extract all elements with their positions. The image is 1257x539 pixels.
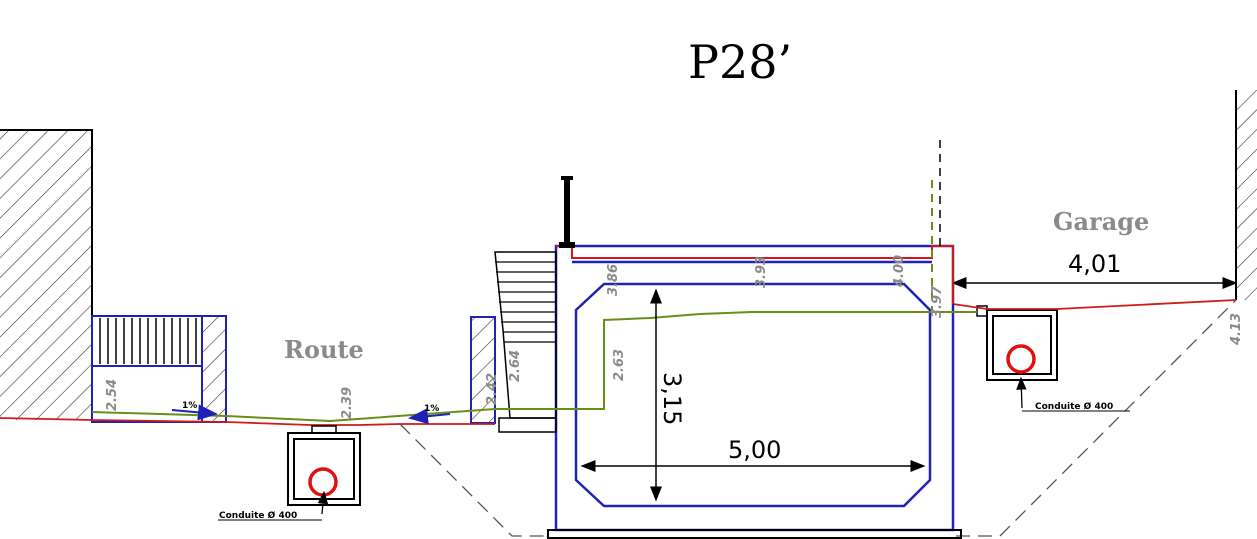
slope-arrow-left [171,404,218,421]
right-conduit-chamber [976,305,1130,412]
route-label: Route [284,335,364,364]
garage-label: Garage [1053,207,1149,236]
elevation-2-63: 2.63 [612,349,627,381]
slope-label-right: 1% [424,404,439,414]
left-conduit-label: Conduite Ø 400 [219,510,297,521]
elevation-3-93: 3.93 [754,256,769,288]
culvert-width-label: 5,00 [728,436,781,464]
railing-post [559,176,575,248]
excavation-line-left [399,423,548,537]
elevation-3-97: 3.97 [930,285,945,318]
elevation-3-86: 3.86 [606,264,621,296]
elevation-4-13: 4.13 [1229,313,1244,346]
middle-post [470,316,496,424]
right-conduit-label: Conduite Ø 400 [1035,401,1113,412]
slope-label-left: 1% [182,401,197,411]
culvert-height-label: 3,15 [658,372,686,425]
elevation-4-00: 4.00 [892,255,907,288]
elevation-2-64: 2.64 [508,350,523,382]
elevation-2-42: 2.42 [485,373,500,405]
water-line [91,311,977,423]
road-surface [0,417,495,426]
left-wall [0,129,93,420]
excavation-line-right [956,299,1237,537]
garage-slope [952,299,1237,310]
section-title: P28’ [688,35,792,89]
elevation-2-39: 2.39 [340,387,355,419]
stair-block [494,251,557,433]
elevation-2-54: 2.54 [105,379,120,411]
left-fence [91,315,227,423]
slope-arrow-right [408,408,451,425]
right-wall [1235,90,1257,300]
left-conduit-chamber [218,425,361,521]
garage-distance-label: 4,01 [1068,250,1121,278]
